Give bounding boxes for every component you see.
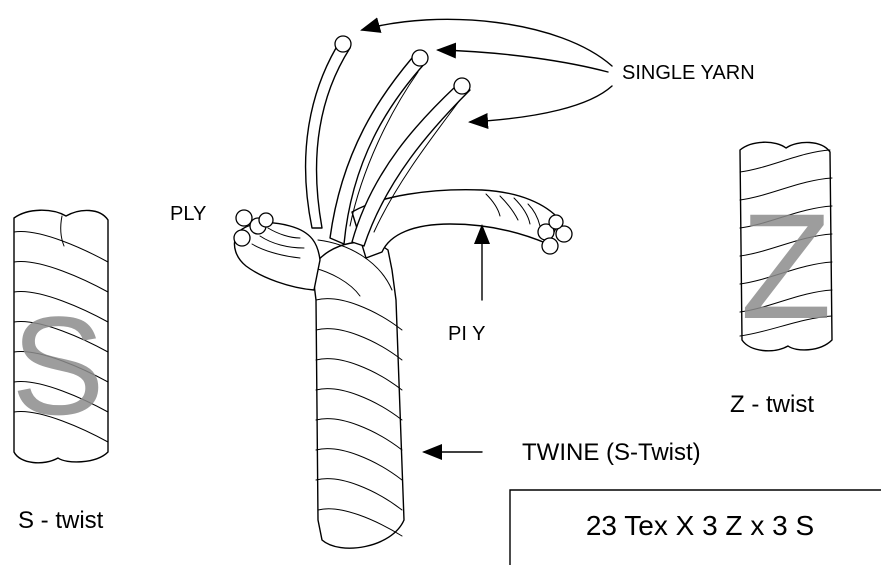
twine-rope — [234, 36, 572, 548]
z-twist-strand: Z — [740, 142, 832, 351]
single-yarn-arrow-3 — [470, 86, 612, 122]
z-letter: Z — [740, 182, 832, 350]
ply-top-label: PLY — [170, 203, 206, 225]
spec-label: 23 Tex X 3 Z x 3 S — [586, 510, 814, 541]
spec-box: 23 Tex X 3 Z x 3 S — [510, 490, 881, 565]
s-letter: S — [11, 287, 104, 444]
ply-middle-label: PI Y — [448, 323, 485, 345]
single-yarn-arrow-1 — [362, 19, 612, 66]
z-twist-label: Z - twist — [730, 391, 814, 418]
s-twist-label: S - twist — [18, 507, 104, 534]
s-twist-strand: S — [11, 210, 108, 463]
single-yarn-label: SINGLE YARN — [622, 62, 755, 84]
twine-label: TWINE (S-Twist) — [522, 439, 701, 466]
single-yarn-arrow-2 — [438, 50, 608, 72]
